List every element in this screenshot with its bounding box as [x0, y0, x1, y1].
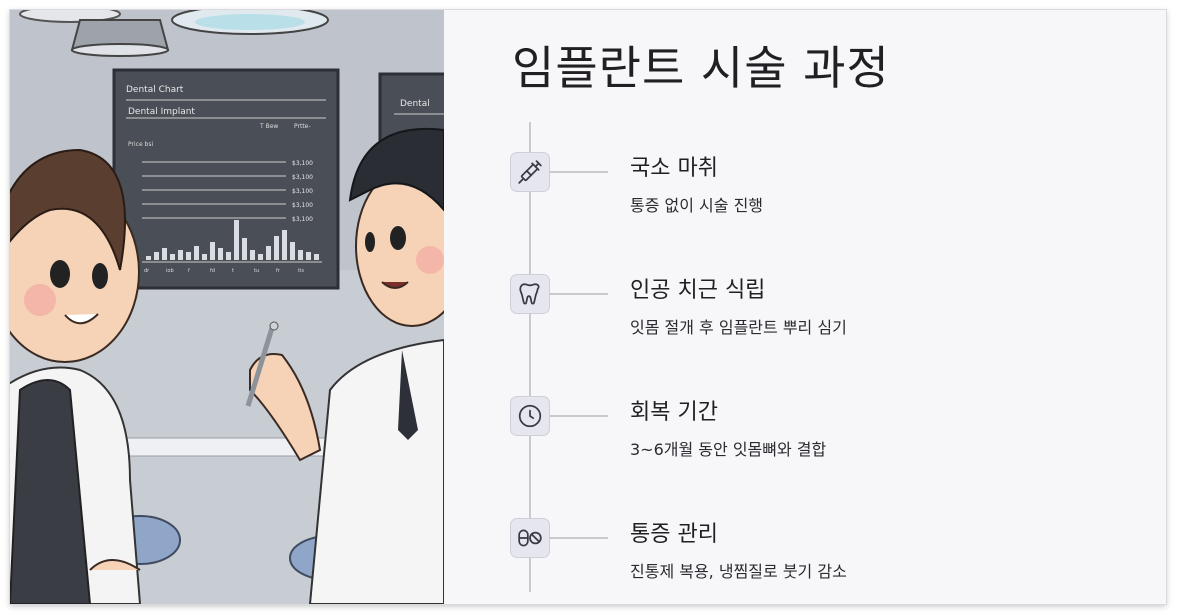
chart-mini-bar: [186, 252, 191, 260]
page-title: 임플란트 시술 과정: [512, 41, 890, 95]
chart-mini-bar: [162, 248, 167, 260]
syringe-icon: [510, 152, 550, 192]
step-pain-management: 통증 관리 진통제 복용, 냉찜질로 붓기 감소: [444, 504, 1166, 584]
chart-axis-label: iob: [166, 268, 174, 274]
svg-text:Prtte-: Prtte-: [294, 123, 311, 130]
chart-mini-bar: [202, 254, 207, 260]
step-description: 통증 없이 시술 진행: [630, 196, 764, 215]
pills-icon: [510, 518, 550, 558]
chart-mini-bar: [194, 246, 199, 260]
chart-mini-bar: [314, 254, 319, 260]
chart-mini-bar: [146, 256, 151, 260]
step-title: 회복 기간: [630, 400, 718, 425]
chart-mini-bar: [290, 242, 295, 260]
patient-figure: [10, 148, 142, 604]
slide: Dental Chart Dental Implant T Bew Prtte-…: [10, 10, 1166, 604]
step-implant-placement: 인공 치근 식립 잇몸 절개 후 임플란트 뿌리 심기: [444, 260, 1166, 340]
step-connector: [550, 537, 608, 539]
chart-price-label: $3,100: [292, 188, 313, 195]
step-connector: [550, 293, 608, 295]
chart-mini-bar: [178, 250, 183, 260]
step-connector: [550, 171, 608, 173]
dentist-illustration: Dental Chart Dental Implant T Bew Prtte-…: [10, 10, 444, 604]
chart-price-label: $3,100: [292, 160, 313, 167]
tooth-icon: [510, 274, 550, 314]
svg-text:Dental: Dental: [400, 99, 430, 109]
chart-axis-label: f: [188, 268, 190, 274]
chart-mini-bar: [274, 236, 279, 260]
chart-mini-bar: [154, 252, 159, 260]
chart-mini-bar: [242, 238, 247, 260]
chart-price-label: $3,100: [292, 216, 313, 223]
chart-mini-bar: [234, 220, 239, 260]
chart-mini-bar: [210, 242, 215, 260]
step-description: 진통제 복용, 냉찜질로 붓기 감소: [630, 562, 847, 581]
svg-text:Price bsi: Price bsi: [128, 141, 153, 148]
chart-mini-bar: [226, 252, 231, 260]
step-local-anesthesia: 국소 마취 통증 없이 시술 진행: [444, 138, 1166, 218]
step-title: 인공 치근 식립: [630, 278, 766, 303]
dentist-figure: [245, 127, 444, 604]
chart-mini-bar: [282, 230, 287, 260]
timeline-line: [529, 122, 531, 592]
step-title: 국소 마취: [630, 156, 718, 181]
chart-axis-label: dr: [144, 268, 150, 274]
chart-mini-bar: [306, 252, 311, 260]
chart-mini-bar: [218, 248, 223, 260]
chart-price-label: $3,100: [292, 202, 313, 209]
step-recovery-period: 회복 기간 3~6개월 동안 잇몸뼈와 결합: [444, 382, 1166, 462]
chart-subtitle: Dental Implant: [128, 107, 195, 117]
step-description: 잇몸 절개 후 임플란트 뿌리 심기: [630, 318, 847, 337]
chart-title: Dental Chart: [126, 85, 184, 95]
step-description: 3~6개월 동안 잇몸뼈와 결합: [630, 440, 827, 459]
step-connector: [550, 415, 608, 417]
chart-mini-bar: [266, 246, 271, 260]
chart-axis-label: tis: [298, 268, 304, 274]
clock-icon: [510, 396, 550, 436]
chart-axis-label: tu: [254, 268, 259, 274]
chart-price-label: $3,100: [292, 174, 313, 181]
chart-axis-label: t: [232, 268, 234, 274]
chart-axis-label: fd: [210, 268, 215, 274]
wall-chart-board: Dental Chart Dental Implant T Bew Prtte-…: [112, 68, 340, 290]
svg-text:T Bew: T Bew: [259, 123, 278, 130]
process-panel: 임플란트 시술 과정 국소 마취 통증 없이 시술 진행 인공 치근 식립: [444, 10, 1166, 604]
chart-mini-bar: [258, 254, 263, 260]
step-title: 통증 관리: [630, 522, 718, 547]
chart-axis-label: fr: [276, 268, 281, 274]
chart-mini-bar: [298, 250, 303, 260]
chart-mini-bar: [250, 250, 255, 260]
chart-mini-bar: [170, 254, 175, 260]
